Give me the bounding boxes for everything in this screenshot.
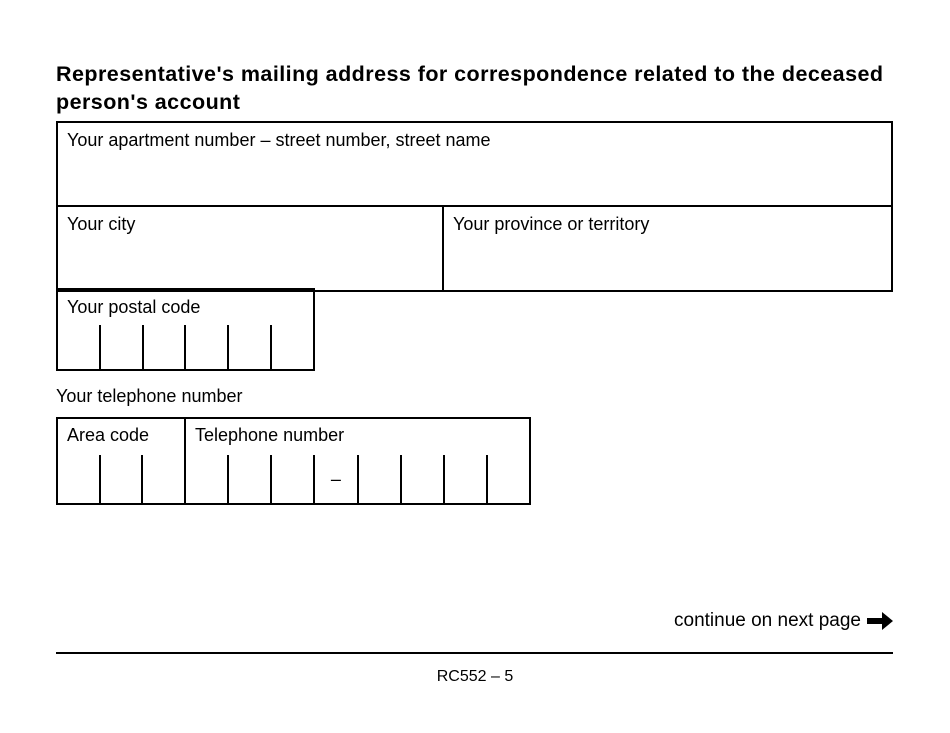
telephone-box: Area code Telephone number –	[56, 417, 531, 505]
telephone-number-cell[interactable]	[445, 455, 488, 503]
area-code-cells[interactable]	[58, 455, 184, 503]
province-field[interactable]: Your province or territory	[444, 207, 891, 290]
area-code-cell[interactable]	[58, 455, 101, 503]
telephone-number-cell[interactable]	[229, 455, 273, 503]
province-label: Your province or territory	[453, 214, 650, 234]
postal-code-cell[interactable]	[272, 325, 313, 369]
telephone-number-cell[interactable]	[186, 455, 230, 503]
street-address-label: Your apartment number – street number, s…	[67, 130, 491, 150]
city-label: Your city	[67, 214, 136, 234]
area-code-label: Area code	[67, 425, 150, 445]
continue-next-page: continue on next page	[674, 610, 893, 632]
page-title: Representative's mailing address for cor…	[56, 62, 884, 115]
telephone-number-cell[interactable]	[272, 455, 316, 503]
area-code-field[interactable]: Area code	[58, 419, 186, 503]
telephone-number-field[interactable]: Telephone number –	[186, 419, 529, 503]
postal-code-cell[interactable]	[186, 325, 230, 369]
postal-code-cell[interactable]	[101, 325, 144, 369]
postal-code-cell[interactable]	[144, 325, 187, 369]
table-row-city-province: Your city Your province or territory	[58, 207, 891, 290]
postal-code-label: Your postal code	[67, 297, 201, 317]
form-code: RC552 – 5	[436, 668, 514, 685]
table-row-street: Your apartment number – street number, s…	[58, 123, 891, 207]
city-field[interactable]: Your city	[58, 207, 444, 290]
telephone-number-cells[interactable]: –	[186, 455, 529, 503]
postal-code-cell[interactable]	[229, 325, 273, 369]
telephone-section-heading: Your telephone number	[56, 386, 243, 406]
telephone-number-cell[interactable]	[359, 455, 402, 503]
area-code-cell[interactable]	[101, 455, 144, 503]
postal-code-field[interactable]: Your postal code	[56, 288, 315, 371]
mailing-address-table: Your apartment number – street number, s…	[56, 121, 893, 292]
phone-separator-dash: –	[330, 469, 341, 489]
telephone-number-cell[interactable]	[488, 455, 529, 503]
footer-divider	[56, 652, 893, 654]
postal-code-cell[interactable]	[58, 325, 101, 369]
telephone-number-cell[interactable]	[402, 455, 445, 503]
arrow-right-icon	[867, 610, 893, 632]
continue-label: continue on next page	[674, 610, 861, 631]
area-code-cell[interactable]	[143, 455, 184, 503]
telephone-number-label: Telephone number	[195, 425, 345, 445]
telephone-number-cell[interactable]: –	[315, 455, 359, 503]
street-address-field[interactable]: Your apartment number – street number, s…	[58, 123, 891, 205]
postal-code-cells[interactable]	[58, 325, 313, 369]
